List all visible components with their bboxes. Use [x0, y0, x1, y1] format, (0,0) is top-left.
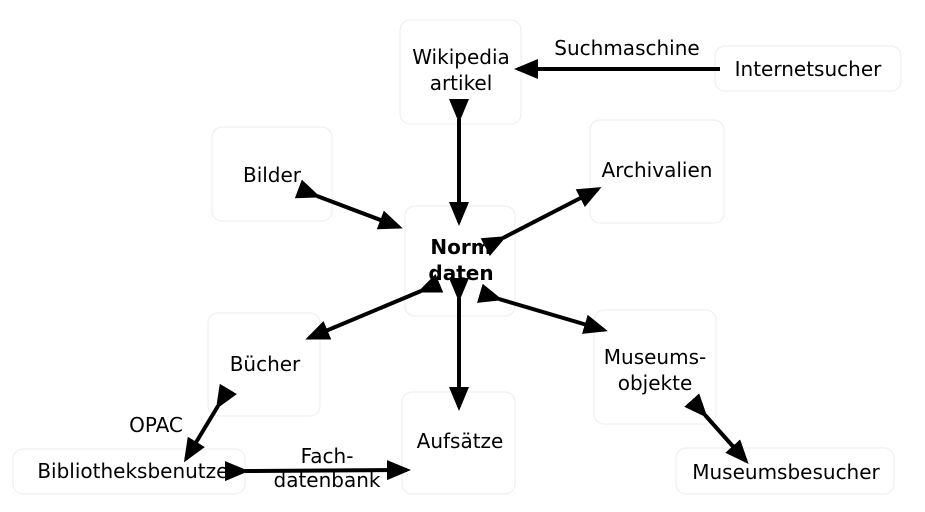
aufsaetze-label-line: Aufsätze: [417, 429, 504, 453]
museumsbesucher-label: Museumsbesucher: [692, 460, 880, 484]
museumsobjekte-label-line: Museums-: [604, 345, 706, 369]
wikipedia-label-line: artikel: [430, 71, 493, 95]
suchmaschine-label: Suchmaschine: [554, 36, 699, 60]
arrow-normdaten-bilder: [294, 179, 403, 230]
internetsucher-label: Internetsucher: [735, 57, 882, 81]
arrow-museumsobjekte-museumsbesucher: [684, 393, 749, 464]
bilder-label: Bilder: [243, 163, 302, 187]
archivalien-label-line: Archivalien: [602, 158, 713, 182]
museumsobjekte-label-line: objekte: [618, 371, 693, 395]
arrow-normdaten-archivalien: [480, 187, 602, 257]
fachdatenbank-label-line: Fach-: [301, 444, 354, 468]
arrow-normdaten-buecher: [305, 274, 444, 340]
normdaten-label-line: Norm: [430, 235, 491, 259]
arrow-aufsaetze-bibliotheksbenutzer: [224, 460, 411, 482]
bibliotheksbenutzer-label-line: Bibliotheksbenutzer: [37, 459, 237, 483]
museumsbesucher-label-line: Museumsbesucher: [692, 460, 880, 484]
archivalien-box: [589, 119, 725, 224]
bilder-label-line: Bilder: [243, 163, 302, 187]
aufsaetze-label: Aufsätze: [417, 429, 504, 453]
bibliotheksbenutzer-label: Bibliotheksbenutzer: [37, 459, 237, 483]
museumsobjekte-label: Museums-objekte: [604, 345, 706, 395]
arrow-buecher-bibliotheksbenutzer: [183, 383, 237, 463]
fachdatenbank-label-line: datenbank: [274, 468, 381, 492]
opac-label-line: OPAC: [129, 413, 183, 437]
normdaten-label-line: daten: [428, 261, 493, 285]
arrow-normdaten-museumsobjekte: [476, 283, 608, 334]
suchmaschine-label-line: Suchmaschine: [554, 36, 699, 60]
internetsucher-label-line: Internetsucher: [735, 57, 882, 81]
buecher-label-line: Bücher: [230, 352, 301, 376]
opac-label: OPAC: [129, 413, 183, 437]
archivalien-label: Archivalien: [602, 158, 713, 182]
buecher-label: Bücher: [230, 352, 301, 376]
fachdatenbank-label: Fach-datenbank: [274, 444, 381, 492]
wikipedia-label-line: Wikipedia: [412, 45, 510, 69]
